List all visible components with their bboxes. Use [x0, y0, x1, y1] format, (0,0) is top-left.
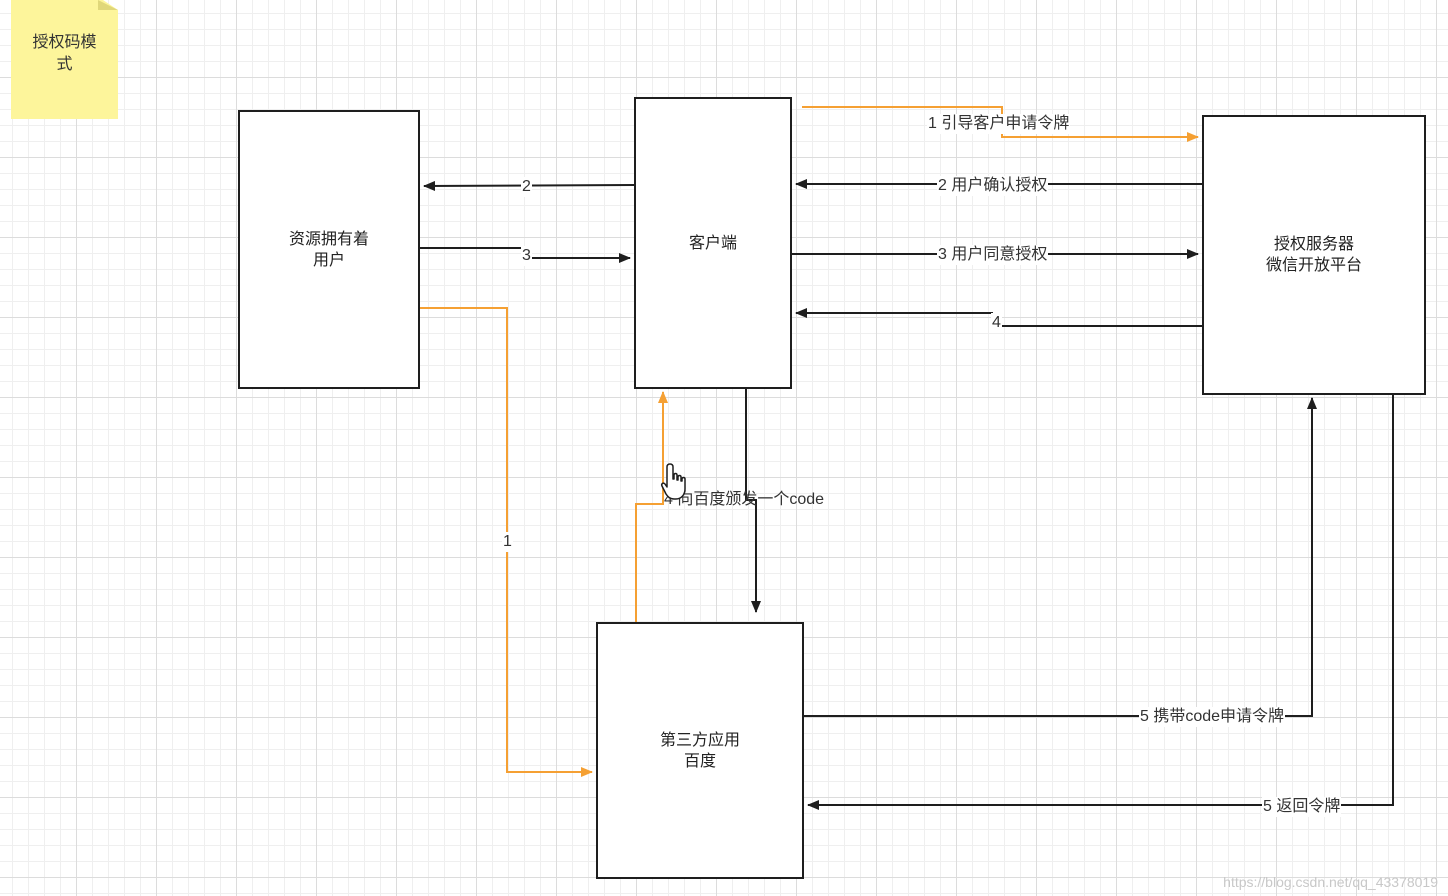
- edge-2-confirm-label[interactable]: 2 用户确认授权: [937, 176, 1049, 196]
- edge-1-guide-label[interactable]: 1 引导客户申请令牌: [927, 114, 1071, 134]
- client-label: 客户端: [688, 234, 737, 252]
- sticky-note-fold: [98, 0, 118, 10]
- edge-1-label[interactable]: 1: [502, 532, 513, 552]
- edge-5-carry-label[interactable]: 5 携带code申请令牌: [1139, 707, 1286, 727]
- edge-third-to-client-line: [635, 391, 668, 622]
- sticky-note[interactable]: [11, 0, 118, 119]
- client-node[interactable]: 客户端: [634, 97, 792, 389]
- edge-4-code-label[interactable]: 4 向百度颁发一个code: [664, 491, 825, 508]
- edge-3-agree-label[interactable]: 3 用户同意授权: [937, 245, 1049, 265]
- edge-3-label[interactable]: 3: [521, 246, 532, 266]
- third-party-node[interactable]: 第三方应用 百度: [596, 622, 804, 879]
- resource-owner-node[interactable]: 资源拥有着 用户: [238, 110, 420, 389]
- edge-5-return-label[interactable]: 5 返回令牌: [1262, 797, 1342, 817]
- auth-server-label: 授权服务器 微信开放平台: [1265, 236, 1362, 274]
- auth-server-node[interactable]: 授权服务器 微信开放平台: [1202, 115, 1426, 395]
- edge-4-label[interactable]: 4: [991, 313, 1002, 333]
- edge-5-carry-line: [804, 397, 1317, 717]
- resource-owner-label: 资源拥有着 用户: [288, 230, 369, 269]
- edge-4-code-line: [745, 389, 761, 613]
- edge-2-label[interactable]: 2: [521, 177, 532, 197]
- third-party-label: 第三方应用 百度: [659, 731, 740, 770]
- hand-pointer-icon: [661, 463, 686, 500]
- sticky-note-text: 授权码模 式: [32, 34, 97, 73]
- edge-5-return-line: [807, 395, 1394, 810]
- watermark: https://blog.csdn.net/qq_43378019: [1223, 874, 1438, 890]
